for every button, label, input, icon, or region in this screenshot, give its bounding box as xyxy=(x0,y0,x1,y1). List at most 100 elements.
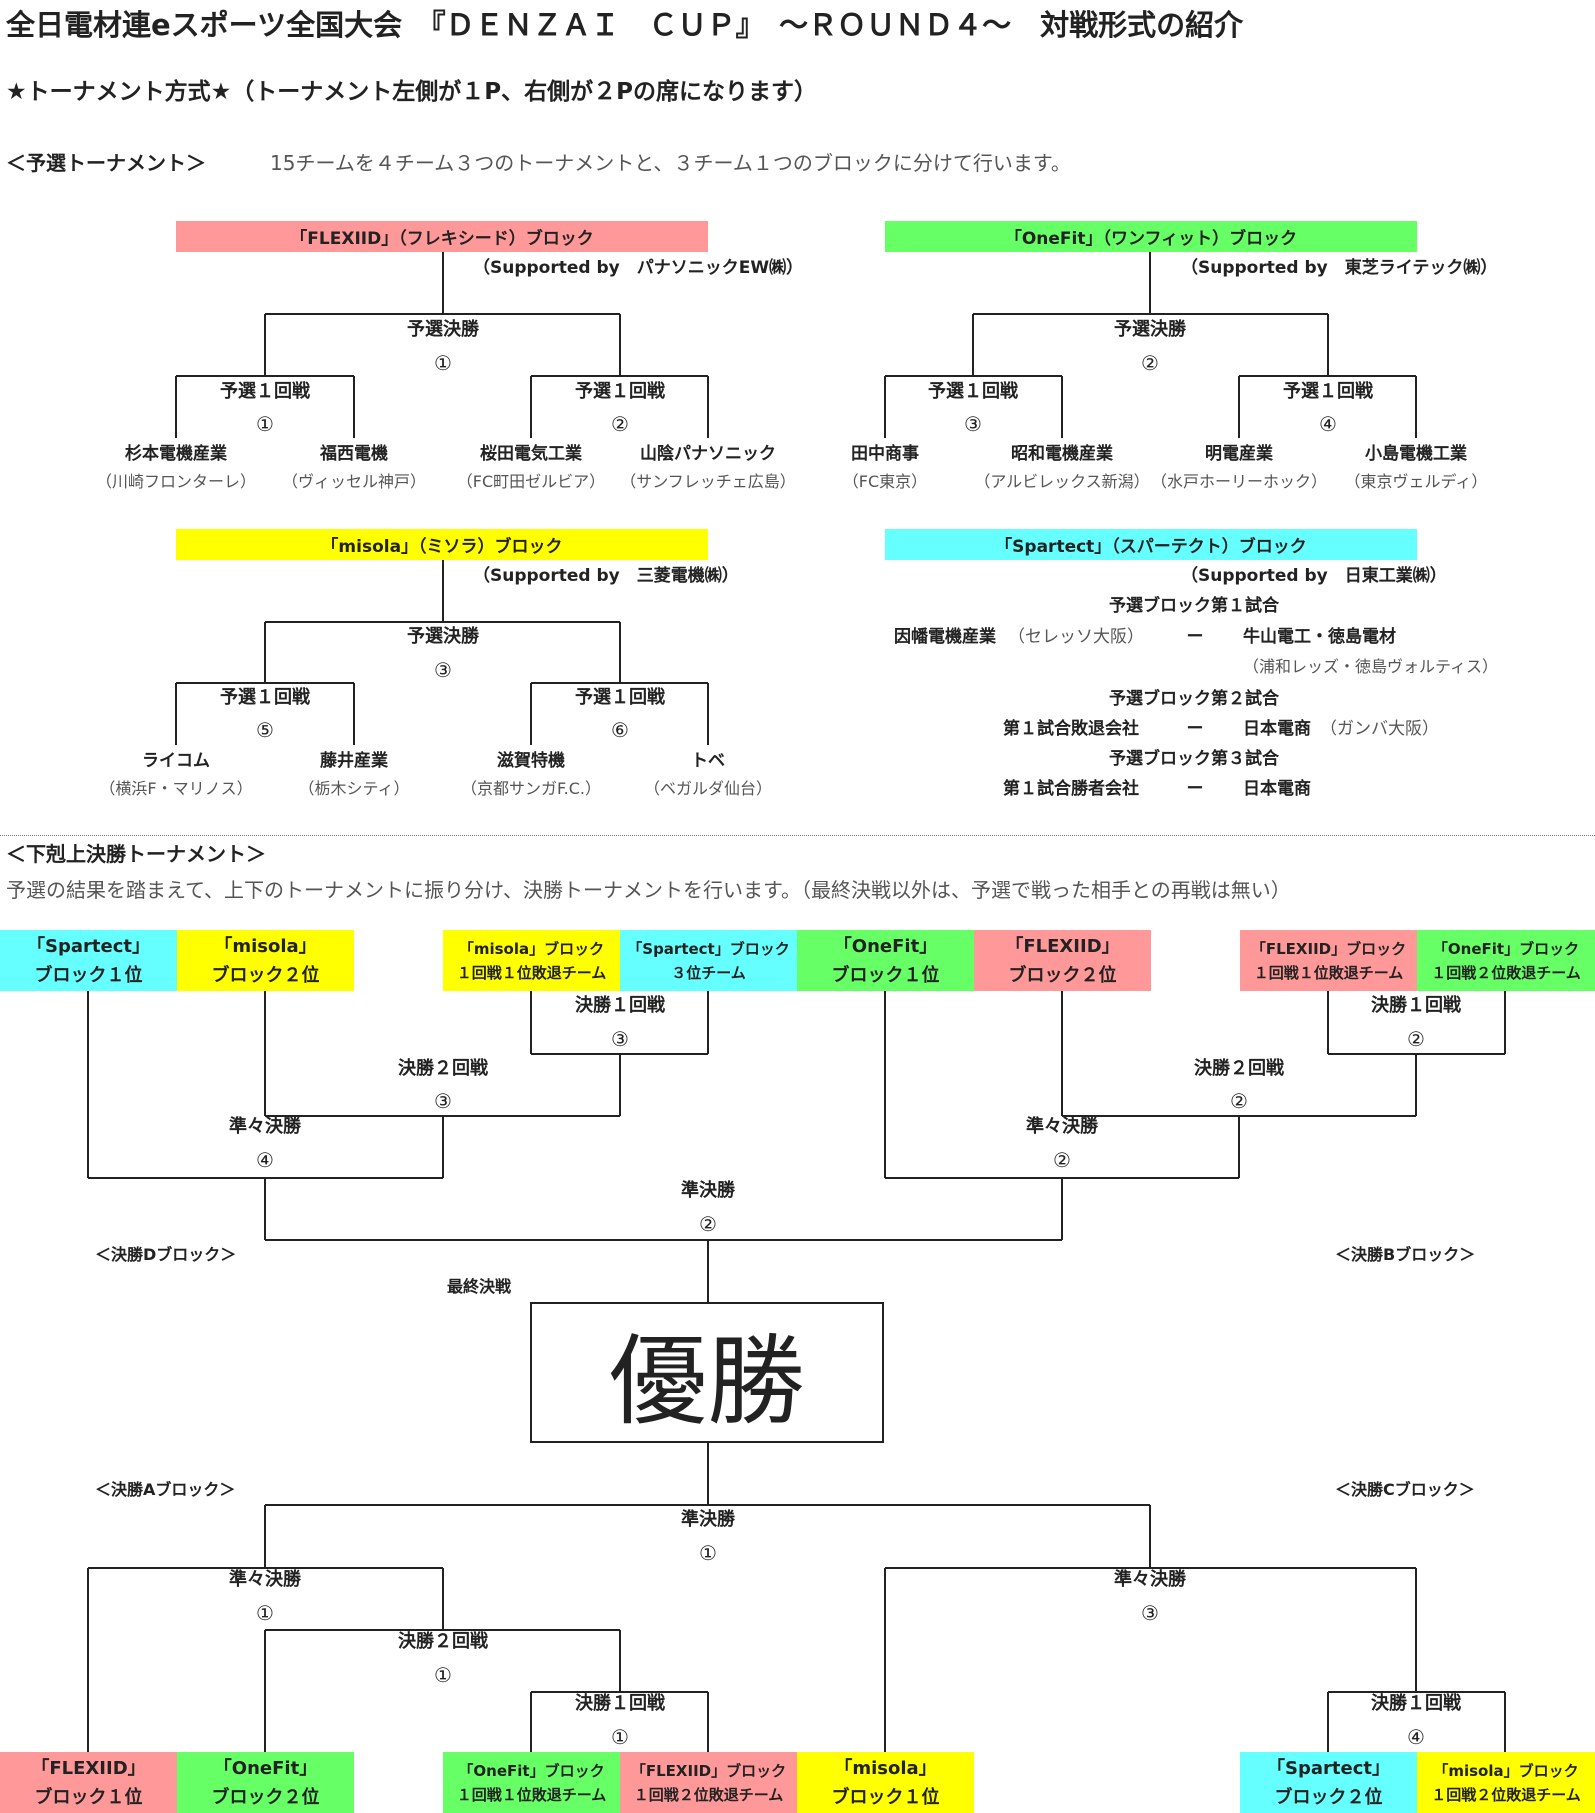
spartect-match2-left: 第１試合敗退会社 xyxy=(1003,719,1139,739)
section-divider xyxy=(0,835,1595,836)
seed-cell: 「OneFit」ブロック２位 xyxy=(177,1752,354,1813)
spartect-match1-left-sub: （セレッソ大阪） xyxy=(1008,627,1144,647)
bracket-misola xyxy=(175,560,709,745)
round-label: 準々決勝 xyxy=(229,1569,301,1590)
match-num: ③ xyxy=(434,1089,452,1113)
team-name: 杉本電機産業 xyxy=(125,444,227,464)
team-sub: （川崎フロンターレ） xyxy=(95,472,257,491)
spartect-match2-title: 予選ブロック第２試合 xyxy=(1109,689,1279,709)
round-label: 決勝１回戦 xyxy=(575,995,665,1016)
spartect-match2-right: 日本電商 xyxy=(1243,719,1311,739)
page-title: 全日電材連eスポーツ全国大会 『ＤＥＮＺＡＩ ＣＵＰ』 ～ＲＯＵＮＤ４～ 対戦形… xyxy=(6,8,1244,42)
seed-cell: 「FLEXIID」ブロック１位 xyxy=(0,1752,177,1813)
onefit-sponsor: （Supported by 東芝ライテック㈱） xyxy=(1181,258,1498,278)
onefit-r1-left-num: ③ xyxy=(964,412,982,436)
round-label: 決勝１回戦 xyxy=(575,1693,665,1714)
team-sub: （水戸ホーリーホック） xyxy=(1150,472,1328,491)
round-label: 準決勝 xyxy=(681,1180,735,1201)
flexiid-final-label: 予選決勝 xyxy=(407,319,479,340)
seed-cell: 「OneFit」ブロック１位 xyxy=(797,930,974,991)
onefit-r1-right-num: ④ xyxy=(1319,412,1337,436)
team-name: 滋賀特機 xyxy=(497,751,565,771)
misola-r1-left-num: ⑤ xyxy=(256,718,274,742)
match-num: ① xyxy=(434,1663,452,1687)
bracket-block-b xyxy=(884,991,1506,1240)
spartect-block-title: 「Spartect」（スパーテクト）ブロック xyxy=(885,529,1417,560)
onefit-block-title: 「OneFit」（ワンフィット）ブロック xyxy=(885,221,1417,252)
seed-cell: 「misola」ブロック１位 xyxy=(797,1752,974,1813)
flexiid-r1-right-label: 予選１回戦 xyxy=(575,381,665,402)
round-label: 準々決勝 xyxy=(1114,1569,1186,1590)
spartect-match2-right-sub: （ガンバ大阪） xyxy=(1320,719,1439,739)
match-num: ③ xyxy=(1141,1601,1159,1625)
onefit-final-label: 予選決勝 xyxy=(1114,319,1186,340)
onefit-r1-left-label: 予選１回戦 xyxy=(928,381,1018,402)
team-sub: （アルビレックス新潟） xyxy=(974,472,1150,491)
seed-cell: 「misola」ブロック２位 xyxy=(177,930,354,991)
bracket-onefit xyxy=(884,252,1417,438)
team-name: 明電産業 xyxy=(1205,444,1273,464)
match-num: ③ xyxy=(611,1027,629,1051)
team-sub: （ベガルダ仙台） xyxy=(643,779,773,798)
misola-final-num: ③ xyxy=(434,658,452,682)
team-sub: （栃木シティ） xyxy=(298,779,410,798)
bracket-block-c xyxy=(884,1567,1506,1752)
final-match-label: 最終決戦 xyxy=(447,1277,512,1296)
round-label: 準々決勝 xyxy=(229,1116,301,1137)
team-sub: （ヴィッセル神戸） xyxy=(281,472,427,491)
vs-mark: ー xyxy=(1186,719,1204,739)
match-num: ① xyxy=(256,1601,274,1625)
block-b-label: ＜決勝Bブロック＞ xyxy=(1335,1245,1476,1264)
flexiid-r1-right-num: ② xyxy=(611,412,629,436)
match-num: ④ xyxy=(1407,1725,1425,1749)
final-heading: ＜下剋上決勝トーナメント＞ xyxy=(6,842,266,866)
round-label: 決勝２回戦 xyxy=(1194,1058,1284,1079)
vs-mark: ー xyxy=(1186,779,1204,799)
prelim-description: 15チームを４チーム３つのトーナメントと、３チーム１つのブロックに分けて行います… xyxy=(270,151,1071,175)
misola-block-title: 「misola」（ミソラ）ブロック xyxy=(176,529,708,560)
team-sub: （京都サンガF.C.） xyxy=(461,779,601,798)
team-name: 昭和電機産業 xyxy=(1011,444,1113,464)
team-sub: （サンフレッチェ広島） xyxy=(620,472,796,491)
team-name: 山陰パナソニック xyxy=(640,444,776,464)
round-label: 決勝２回戦 xyxy=(398,1058,488,1079)
team-name: 桜田電気工業 xyxy=(480,444,582,464)
team-sub: （横浜F・マリノス） xyxy=(99,779,253,798)
misola-r1-right-label: 予選１回戦 xyxy=(575,687,665,708)
misola-sponsor: （Supported by 三菱電機㈱） xyxy=(473,566,739,586)
champion-box: 優勝 xyxy=(530,1302,884,1443)
team-name: 藤井産業 xyxy=(320,751,388,771)
spartect-match1-left: 因幡電機産業 xyxy=(894,627,996,647)
team-name: 小島電機工業 xyxy=(1365,444,1467,464)
bracket-flexiid xyxy=(175,252,709,438)
spartect-match1-right: 牛山電工・徳島電材 xyxy=(1243,627,1396,647)
spartect-match3-title: 予選ブロック第３試合 xyxy=(1109,749,1279,769)
misola-final-label: 予選決勝 xyxy=(407,626,479,647)
seed-cell: 「Spartect」ブロック２位 xyxy=(1240,1752,1417,1813)
vs-mark: ー xyxy=(1186,627,1204,647)
round-label: 決勝２回戦 xyxy=(398,1631,488,1652)
round-label: 決勝１回戦 xyxy=(1371,1693,1461,1714)
flexiid-final-num: ① xyxy=(434,351,452,375)
bracket-block-a xyxy=(87,1567,709,1752)
match-num: ② xyxy=(699,1212,717,1236)
misola-r1-right-num: ⑥ xyxy=(611,718,629,742)
match-num: ① xyxy=(611,1725,629,1749)
team-sub: （FC町田ゼルビア） xyxy=(456,472,606,491)
round-label: 準々決勝 xyxy=(1026,1116,1098,1137)
team-name: 田中商事 xyxy=(851,444,919,464)
prelim-heading: ＜予選トーナメント＞ xyxy=(6,151,206,175)
round-label: 準決勝 xyxy=(681,1509,735,1530)
format-note: ★トーナメント方式★（トーナメント左側が１P、右側が２Pの席になります） xyxy=(6,79,817,105)
final-description: 予選の結果を踏まえて、上下のトーナメントに振り分け、決勝トーナメントを行います。… xyxy=(6,878,1291,902)
block-d-label: ＜決勝Dブロック＞ xyxy=(95,1245,237,1264)
flexiid-r1-left-label: 予選１回戦 xyxy=(220,381,310,402)
team-sub: （FC東京） xyxy=(842,472,928,491)
flexiid-sponsor: （Supported by パナソニックEW㈱） xyxy=(473,258,804,278)
spartect-match3-right: 日本電商 xyxy=(1243,779,1311,799)
team-name: 福西電機 xyxy=(320,444,388,464)
team-name: ライコム xyxy=(142,751,210,771)
